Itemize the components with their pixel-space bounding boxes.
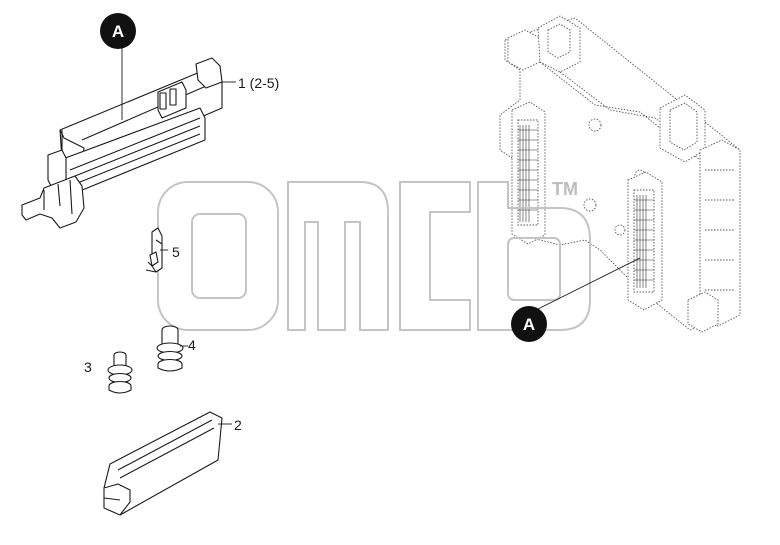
part-5-label: 5 <box>172 244 180 260</box>
part-4-label: 4 <box>188 337 196 353</box>
part-3-label: 3 <box>84 359 92 375</box>
part-1-label: 1 (2-5) <box>238 75 279 91</box>
part-2-label: 2 <box>234 417 242 433</box>
part-3-seal <box>107 351 133 394</box>
part-5-terminal-clip <box>145 227 163 273</box>
leader-lines <box>121 46 641 425</box>
callout-a-bottom: A <box>511 306 547 342</box>
part-2-cover-strip <box>103 411 223 516</box>
module-housing <box>499 15 741 333</box>
callout-a-top-letter: A <box>112 22 124 41</box>
watermark-trademark: TM <box>552 179 578 199</box>
part-4-seal <box>156 325 184 372</box>
callout-a-bottom-letter: A <box>523 315 535 334</box>
part-1-connector-housing <box>21 57 223 229</box>
callout-a-top: A <box>100 13 136 49</box>
